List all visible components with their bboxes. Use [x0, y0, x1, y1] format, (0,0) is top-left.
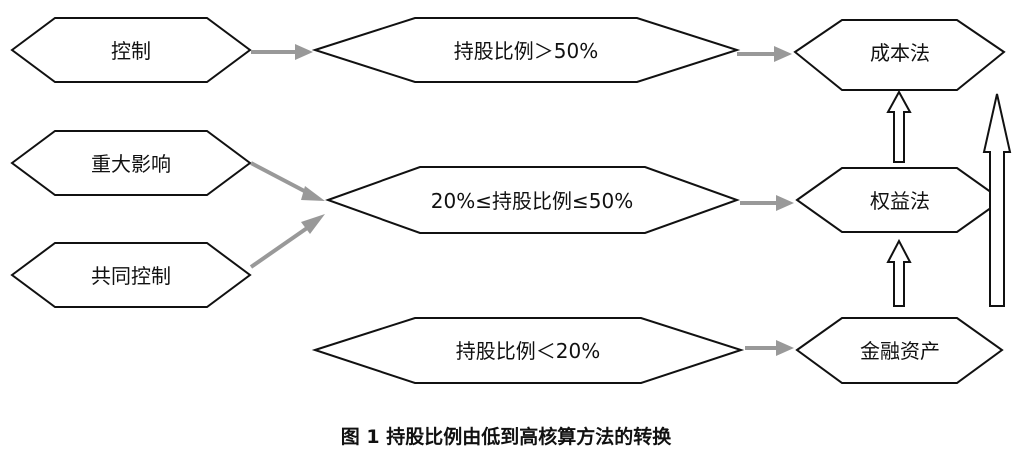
block-arrow-financial-to-equity: [886, 238, 912, 307]
node-ratio-20-50-label: 20%≤持股比例≤50%: [431, 189, 633, 213]
arrow-joint-control-to-ratio-20-50: [249, 214, 325, 269]
node-significant-influence-label: 重大影响: [91, 152, 171, 176]
node-ratio-20-50: 20%≤持股比例≤50%: [325, 166, 740, 234]
node-ratio-gt-50: 持股比例＞50%: [311, 17, 741, 83]
arrow-significant-influence-to-ratio-20-50: [250, 161, 325, 201]
node-significant-influence: 重大影响: [10, 130, 252, 196]
node-control-label: 控制: [111, 39, 151, 63]
block-arrow-equity-to-cost: [886, 89, 912, 163]
node-joint-control: 共同控制: [10, 242, 252, 308]
arrow-ratio-gt-50-to-cost-method: [737, 46, 792, 62]
node-ratio-lt-20-label: 持股比例＜20%: [456, 339, 600, 363]
node-ratio-gt-50-label: 持股比例＞50%: [454, 39, 598, 63]
node-financial-assets: 金融资产: [795, 317, 1004, 384]
node-equity-method-label: 权益法: [870, 189, 930, 213]
node-financial-assets-label: 金融资产: [860, 339, 940, 363]
node-joint-control-label: 共同控制: [91, 264, 171, 288]
node-cost-method-label: 成本法: [870, 41, 930, 65]
node-control: 控制: [10, 17, 252, 83]
arrow-ratio-20-50-to-equity-method: [740, 195, 794, 211]
figure-caption: 图 1 持股比例由低到高核算方法的转换: [341, 425, 672, 448]
arrow-control-to-ratio-gt-50: [251, 44, 313, 60]
node-equity-method: 权益法: [795, 167, 1004, 233]
node-cost-method: 成本法: [793, 19, 1006, 91]
node-ratio-lt-20: 持股比例＜20%: [311, 317, 745, 384]
block-arrow-financial-to-cost: [982, 93, 1012, 307]
arrow-ratio-lt-20-to-financial-assets: [745, 340, 794, 356]
